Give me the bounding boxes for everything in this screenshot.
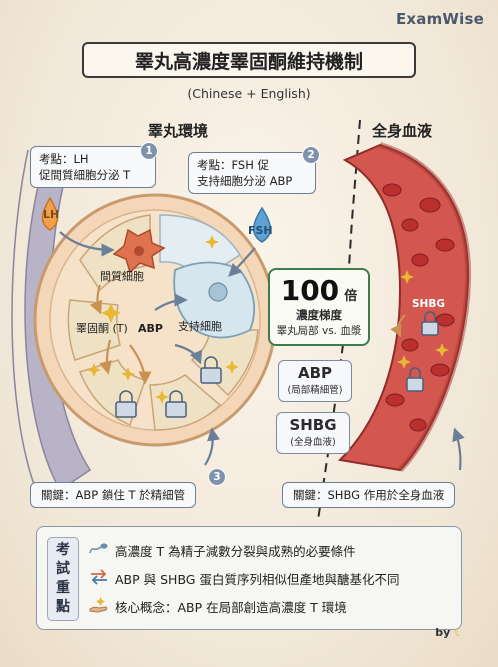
shbg-box-name: SHBG [289, 416, 337, 434]
concentration-line2: 睪丸局部 vs. 血漿 [276, 325, 362, 337]
swap-arrows-icon [87, 569, 111, 588]
brand-logo: ExamWise [395, 10, 484, 28]
concentration-unit: 倍 [344, 289, 358, 304]
section-heading-testis: 睪丸環境 [148, 122, 209, 140]
callout-fsh: 考點：FSH 促 支持細胞分泌 ABP [188, 152, 316, 194]
exam-tag-char-2: 試 [56, 561, 70, 577]
shbg-box-sub: (全身血液) [290, 437, 336, 448]
byline: by ☾ [435, 626, 464, 639]
callout-fsh-line1: 考點：FSH 促 [197, 158, 270, 172]
exam-tag-char-1: 考 [56, 542, 70, 558]
concentration-value: 100 [280, 274, 340, 307]
badge-3: 3 [208, 468, 226, 486]
exam-row-3-text: 核心概念：ABP 在局部創造高濃度 T 環境 [115, 600, 347, 615]
exam-points-panel: 考 試 重 點 高濃度 T 為精子減數分裂與成熟的必要條件 ABP 與 SHBG… [36, 526, 462, 630]
exam-row-1: 高濃度 T 為精子減數分裂與成熟的必要條件 [87, 541, 356, 560]
label-shbg-vessel: SHBG [412, 298, 445, 310]
callout-abp-key: 關鍵：ABP 鎖住 T 於精細管 [30, 482, 197, 508]
label-lh: LH [43, 208, 60, 221]
fsh-droplet [253, 206, 271, 243]
label-leydig-cell: 間質細胞 [100, 270, 144, 283]
exam-row-2: ABP 與 SHBG 蛋白質序列相似但產地與醣基化不同 [87, 569, 399, 588]
hand-icon [87, 597, 111, 616]
callout-fsh-line2: 支持細胞分泌 ABP [197, 174, 293, 188]
testosterone-sparkles [87, 235, 239, 404]
exam-row-1-text: 高濃度 T 為精子減數分裂與成熟的必要條件 [115, 544, 356, 559]
byline-text: by [435, 626, 451, 639]
callout-lh-line2: 促間質細胞分泌 T [39, 168, 131, 182]
shbg-box: SHBG (全身血液) [276, 412, 350, 454]
banana-icon: ☾ [454, 626, 464, 639]
padlock-icons [115, 356, 222, 418]
section-heading-blood: 全身血液 [372, 122, 433, 140]
exam-tag-char-4: 點 [56, 599, 70, 615]
lh-droplet [41, 196, 59, 231]
label-abp: ABP [138, 322, 163, 335]
label-testosterone: 睪固酮 (T) [76, 322, 128, 335]
abp-box: ABP (局部精細管) [278, 360, 352, 402]
callout-lh: 考點：LH 促間質細胞分泌 T [30, 146, 156, 188]
callout-lh-line1: 考點：LH [39, 152, 89, 166]
page-subtitle: (Chinese + English) [187, 86, 311, 101]
label-sertoli-cell: 支持細胞 [178, 320, 222, 333]
sperm-icon [87, 541, 111, 560]
page-title: 睪丸高濃度睪固酮維持機制 [82, 42, 416, 78]
red-blood-cells [382, 183, 455, 432]
callout-shbg-key: 關鍵：SHBG 作用於全身血液 [282, 482, 456, 508]
abp-box-sub: (局部精細管) [287, 385, 343, 396]
abp-box-name: ABP [297, 364, 333, 382]
exam-tag-char-3: 重 [56, 580, 70, 596]
concentration-box: 100 倍 濃度梯度 睪丸局部 vs. 血漿 [268, 268, 370, 346]
exam-row-3: 核心概念：ABP 在局部創造高濃度 T 環境 [87, 597, 347, 616]
badge-2: 2 [302, 146, 320, 164]
label-fsh: FSH [248, 224, 273, 237]
badge-1: 1 [140, 142, 158, 160]
concentration-line1: 濃度梯度 [296, 308, 342, 322]
exam-points-tag: 考 試 重 點 [47, 537, 79, 621]
exam-row-2-text: ABP 與 SHBG 蛋白質序列相似但產地與醣基化不同 [115, 572, 400, 587]
